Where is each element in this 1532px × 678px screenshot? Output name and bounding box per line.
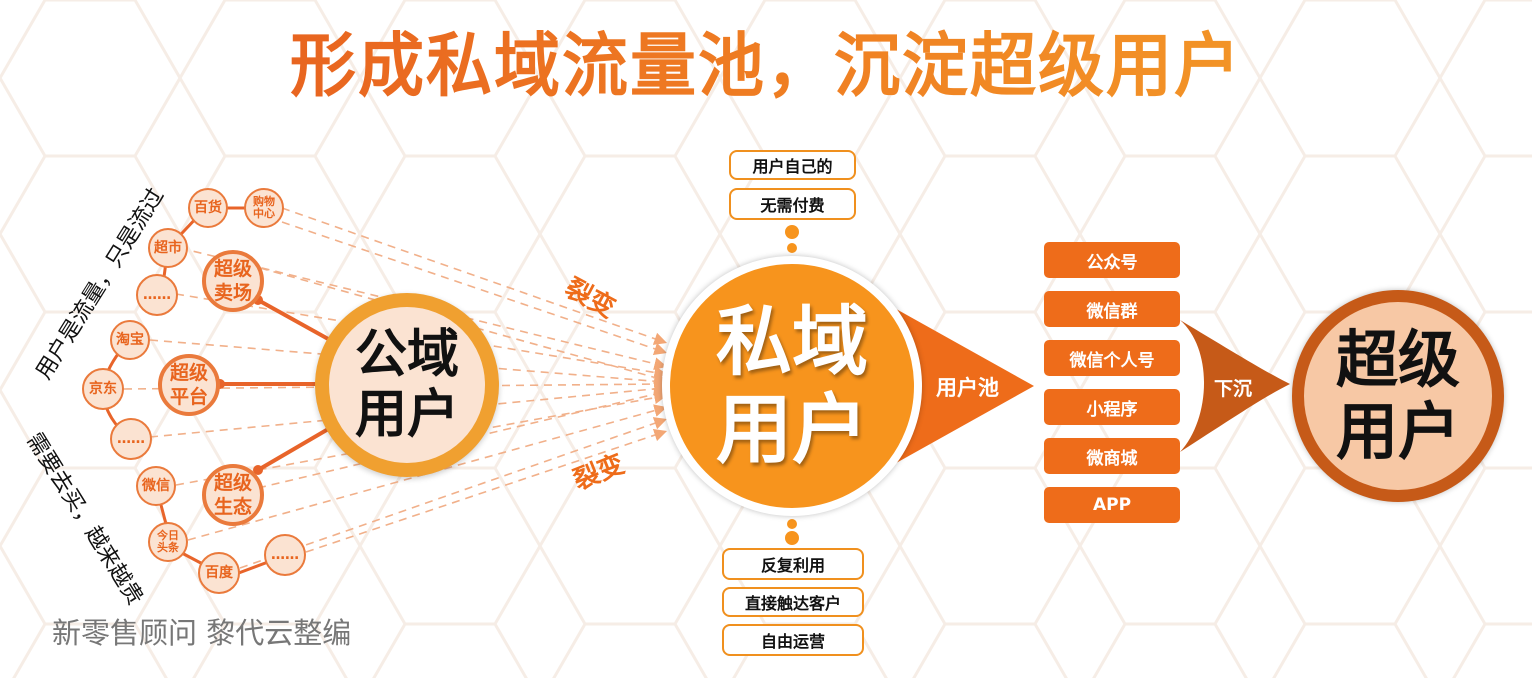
user-pool-label: 用户池 (936, 376, 999, 400)
hub-super-platform: 超级 平台 (158, 354, 220, 416)
sink-arrow (1180, 320, 1290, 452)
channel-wechat-personal: 微信个人号 (1044, 340, 1180, 376)
channel-wechat-group: 微信群 (1044, 291, 1180, 327)
node-more-2: …… (110, 418, 152, 460)
channel-official-account: 公众号 (1044, 242, 1180, 278)
node-supermarket: 超市 (148, 228, 188, 268)
channel-app: APP (1044, 487, 1180, 523)
footer-credit: 新零售顾问 黎代云整编 (52, 616, 352, 650)
node-jd: 京东 (82, 368, 124, 410)
super-users-circle: 超级 用户 (1292, 290, 1504, 502)
node-taobao: 淘宝 (110, 320, 150, 360)
private-users-circle: 私域 用户 (662, 256, 922, 516)
node-department-store: 百货 (188, 188, 228, 228)
page-title: 形成私域流量池，沉淀超级用户 (0, 10, 1532, 111)
tag-no-payment: 无需付费 (729, 188, 856, 220)
node-baidu: 百度 (198, 552, 240, 594)
node-toutiao: 今日 头条 (148, 522, 188, 562)
channel-micro-mall: 微商城 (1044, 438, 1180, 474)
channel-mini-program: 小程序 (1044, 389, 1180, 425)
tag-reuse: 反复利用 (722, 548, 864, 580)
private-connector-dots (785, 225, 799, 545)
tag-free-operation: 自由运营 (722, 624, 864, 656)
node-more-3: …… (264, 534, 306, 576)
tag-direct-reach: 直接触达客户 (722, 587, 864, 617)
node-more-1: …… (136, 274, 178, 316)
hub-super-ecosystem: 超级 生态 (202, 464, 264, 526)
hub-super-store: 超级 卖场 (202, 250, 264, 312)
user-pool-arrow (880, 300, 1034, 472)
sink-label: 下沉 (1214, 378, 1253, 400)
node-shopping-center: 购物 中心 (244, 188, 284, 228)
public-users-circle: 公域 用户 (315, 293, 499, 477)
hub-spokes (218, 298, 332, 472)
tag-users-own: 用户自己的 (729, 150, 856, 180)
node-wechat: 微信 (136, 466, 176, 506)
